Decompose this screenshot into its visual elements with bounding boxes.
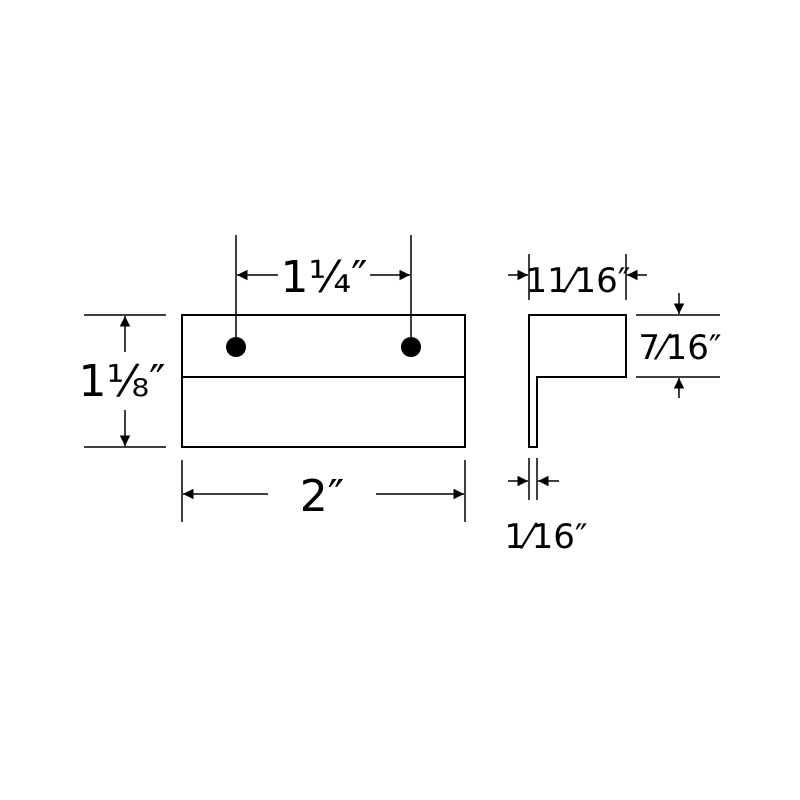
hole-spacing-dimension: 1¼″ [235,235,412,337]
profile-lip-dimension: 7⁄16″ [636,293,722,398]
side-profile-view [528,314,627,448]
front-view [181,314,466,448]
mounting-hole-right [401,337,421,357]
profile-lip-label: 7⁄16″ [638,328,721,368]
side-profile-outline [528,314,627,448]
width-label: 2″ [300,471,344,522]
profile-depth-label: 11⁄16″ [526,261,631,301]
mounting-hole-left [226,337,246,357]
height-label: 1⅛″ [78,356,165,407]
front-view-outline [181,314,466,448]
thickness-label: 1⁄16″ [504,517,587,557]
profile-depth-dimension: 11⁄16″ [508,254,647,301]
height-dimension: 1⅛″ [78,314,166,448]
thickness-dimension: 1⁄16″ [504,458,588,557]
hole-spacing-label: 1¼″ [280,252,367,303]
width-dimension: 2″ [181,460,466,522]
